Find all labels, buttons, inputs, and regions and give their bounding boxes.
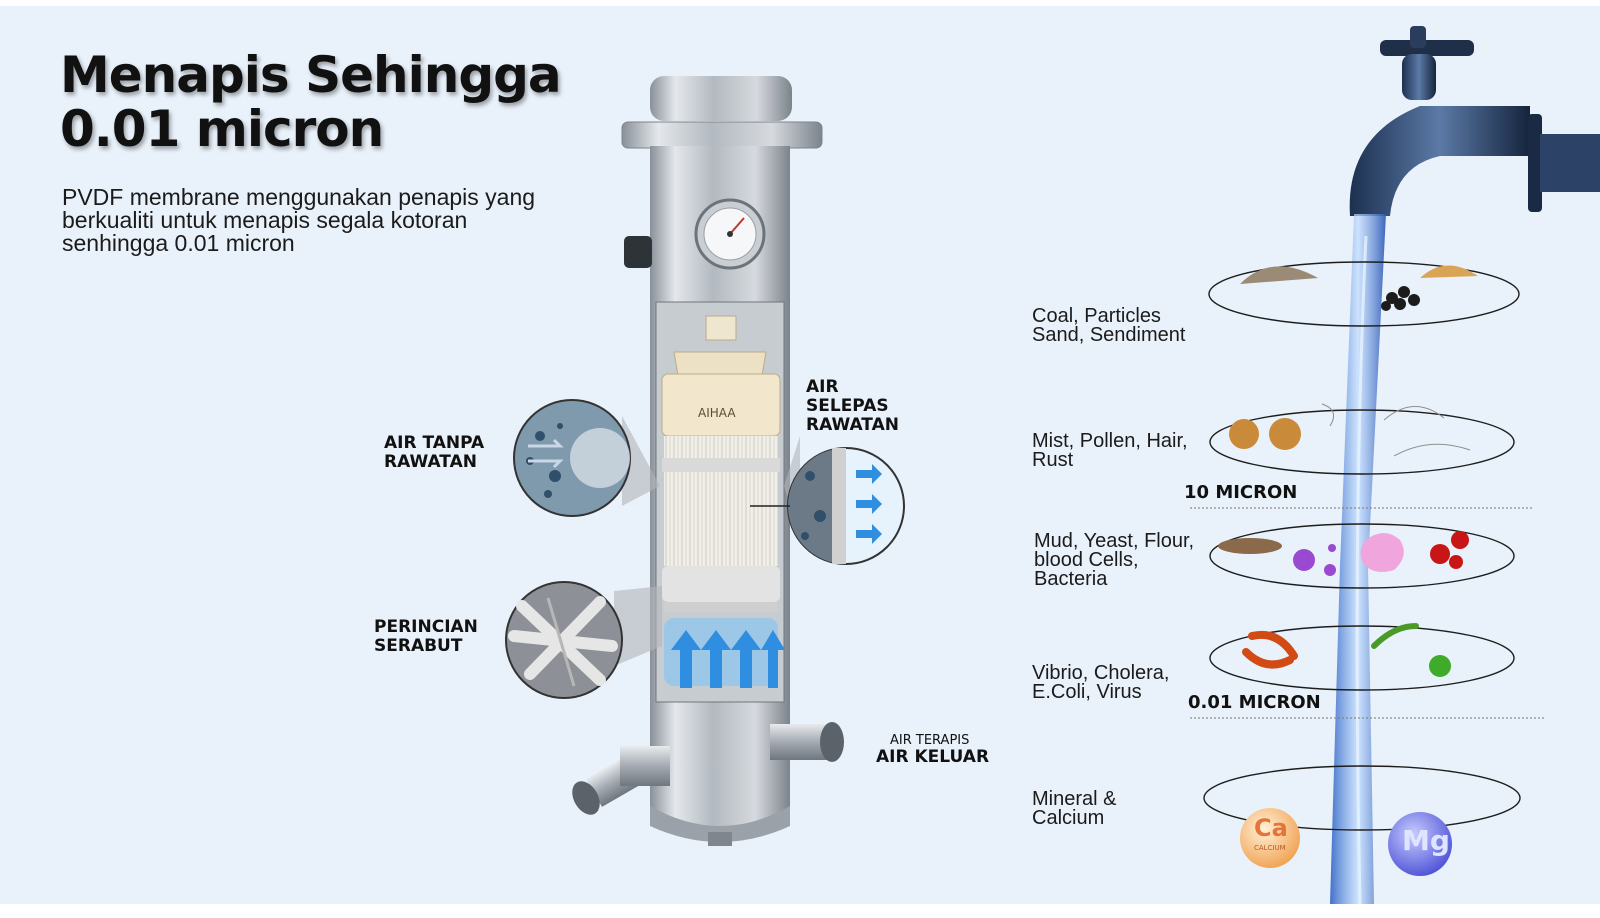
flour-dust-icon	[1218, 538, 1282, 554]
infographic-canvas: Menapis Sehingga 0.01 micron PVDF membra…	[0, 6, 1600, 904]
contaminant-label-2: Mist, Pollen, Hair, Rust	[1032, 430, 1188, 471]
fiber-detail	[505, 581, 662, 699]
water-tap-icon	[1349, 26, 1600, 216]
contaminant-label-3: Mud, Yeast, Flour, blood Cells, Bacteria	[1034, 530, 1195, 590]
fiber-detail-label: PERINCIAN SERABUT	[374, 618, 478, 656]
treated-water-label: AIR SELEPAS RAWATAN	[806, 378, 899, 435]
contaminant-2-line-1: Mist, Pollen, Hair,	[1032, 430, 1188, 452]
illustration	[505, 26, 1600, 904]
vibrio-bacteria-icon	[1242, 631, 1298, 669]
pressure-gauge-icon	[694, 198, 766, 270]
upward-flow-arrows	[671, 630, 785, 688]
page-description: PVDF membrane menggunakan penapis yang b…	[62, 186, 622, 255]
magnesium-icon	[1388, 812, 1452, 876]
contaminant-3-line-2: blood Cells,	[1034, 549, 1139, 571]
membrane-cartridge	[661, 315, 781, 612]
page-title: Menapis Sehingga 0.01 micron	[60, 46, 562, 158]
pollen-icon	[1229, 418, 1301, 450]
title-line-2: 0.01 micron	[60, 100, 384, 158]
treated-water-detail	[750, 436, 905, 565]
untreated-water-detail	[513, 399, 660, 517]
outlet-label-small: AIR TERAPIS	[890, 733, 970, 748]
inlet-pipe	[572, 746, 670, 815]
calcium-symbol: Ca	[1254, 814, 1288, 842]
sand-pile-icon	[1240, 266, 1318, 284]
contaminant-label-1: Coal, Particles Sand, Sendiment	[1032, 305, 1186, 346]
calcium-icon	[1240, 808, 1300, 868]
contaminant-5-line-1: Mineral &	[1032, 788, 1117, 810]
title-line-1: Menapis Sehingga	[60, 46, 562, 104]
description-line-1: PVDF membrane menggunakan penapis yang	[62, 184, 536, 210]
brand-label: AIHAA	[698, 406, 736, 420]
hair-fibers-icon	[1321, 403, 1471, 457]
filter-layer-discs	[1203, 261, 1521, 831]
contaminant-4-line-2: E.Coli, Virus	[1032, 681, 1142, 703]
fiber-label-line-2: SERABUT	[374, 636, 463, 656]
yeast-icon	[1360, 533, 1404, 572]
contaminant-3-line-3: Bacteria	[1034, 568, 1108, 590]
outlet-label-main: AIR KELUAR	[876, 747, 990, 767]
outlet-label: AIR TERAPIS AIR KELUAR	[876, 733, 989, 767]
untreated-water-label: AIR TANPA RAWATAN	[384, 434, 484, 472]
bacteria-icon	[1293, 544, 1336, 576]
threshold-lines	[1190, 507, 1545, 719]
contaminant-1-line-1: Coal, Particles	[1032, 305, 1161, 327]
water-stream	[1330, 214, 1386, 904]
threshold-10-micron: 10 MICRON	[1184, 482, 1298, 503]
contaminant-4-line-1: Vibrio, Cholera,	[1032, 662, 1170, 684]
outlet-pipe	[770, 722, 844, 762]
blood-cells-icon	[1430, 531, 1469, 569]
contaminant-1-line-2: Sand, Sendiment	[1032, 324, 1186, 346]
calcium-name: CALCIUM	[1254, 844, 1286, 852]
contaminant-label-4: Vibrio, Cholera, E.Coli, Virus	[1032, 662, 1170, 703]
description-line-3: senhingga 0.01 micron	[62, 230, 295, 256]
contaminant-2-line-2: Rust	[1032, 449, 1074, 471]
sediment-pile-icon	[1420, 265, 1478, 278]
threshold-001-micron: 0.01 MICRON	[1188, 692, 1321, 713]
coal-icon	[1381, 286, 1420, 311]
treated-label-line-1: AIR	[806, 377, 839, 397]
contaminant-5-line-2: Calcium	[1032, 807, 1105, 829]
treated-label-line-3: RAWATAN	[806, 415, 899, 435]
cholera-bacteria-icon	[1371, 623, 1419, 649]
contaminant-label-5: Mineral & Calcium	[1032, 788, 1117, 829]
virus-icon	[1429, 655, 1451, 677]
treated-label-line-2: SELEPAS	[806, 396, 889, 416]
filter-housing	[621, 76, 823, 846]
untreated-label-line-1: AIR TANPA	[384, 433, 485, 453]
magnesium-symbol: Mg	[1402, 824, 1450, 857]
untreated-label-line-2: RAWATAN	[384, 452, 477, 472]
description-line-2: berkualiti untuk menapis segala kotoran	[62, 207, 468, 233]
fiber-label-line-1: PERINCIAN	[374, 617, 478, 637]
contaminant-3-line-1: Mud, Yeast, Flour,	[1034, 530, 1195, 552]
